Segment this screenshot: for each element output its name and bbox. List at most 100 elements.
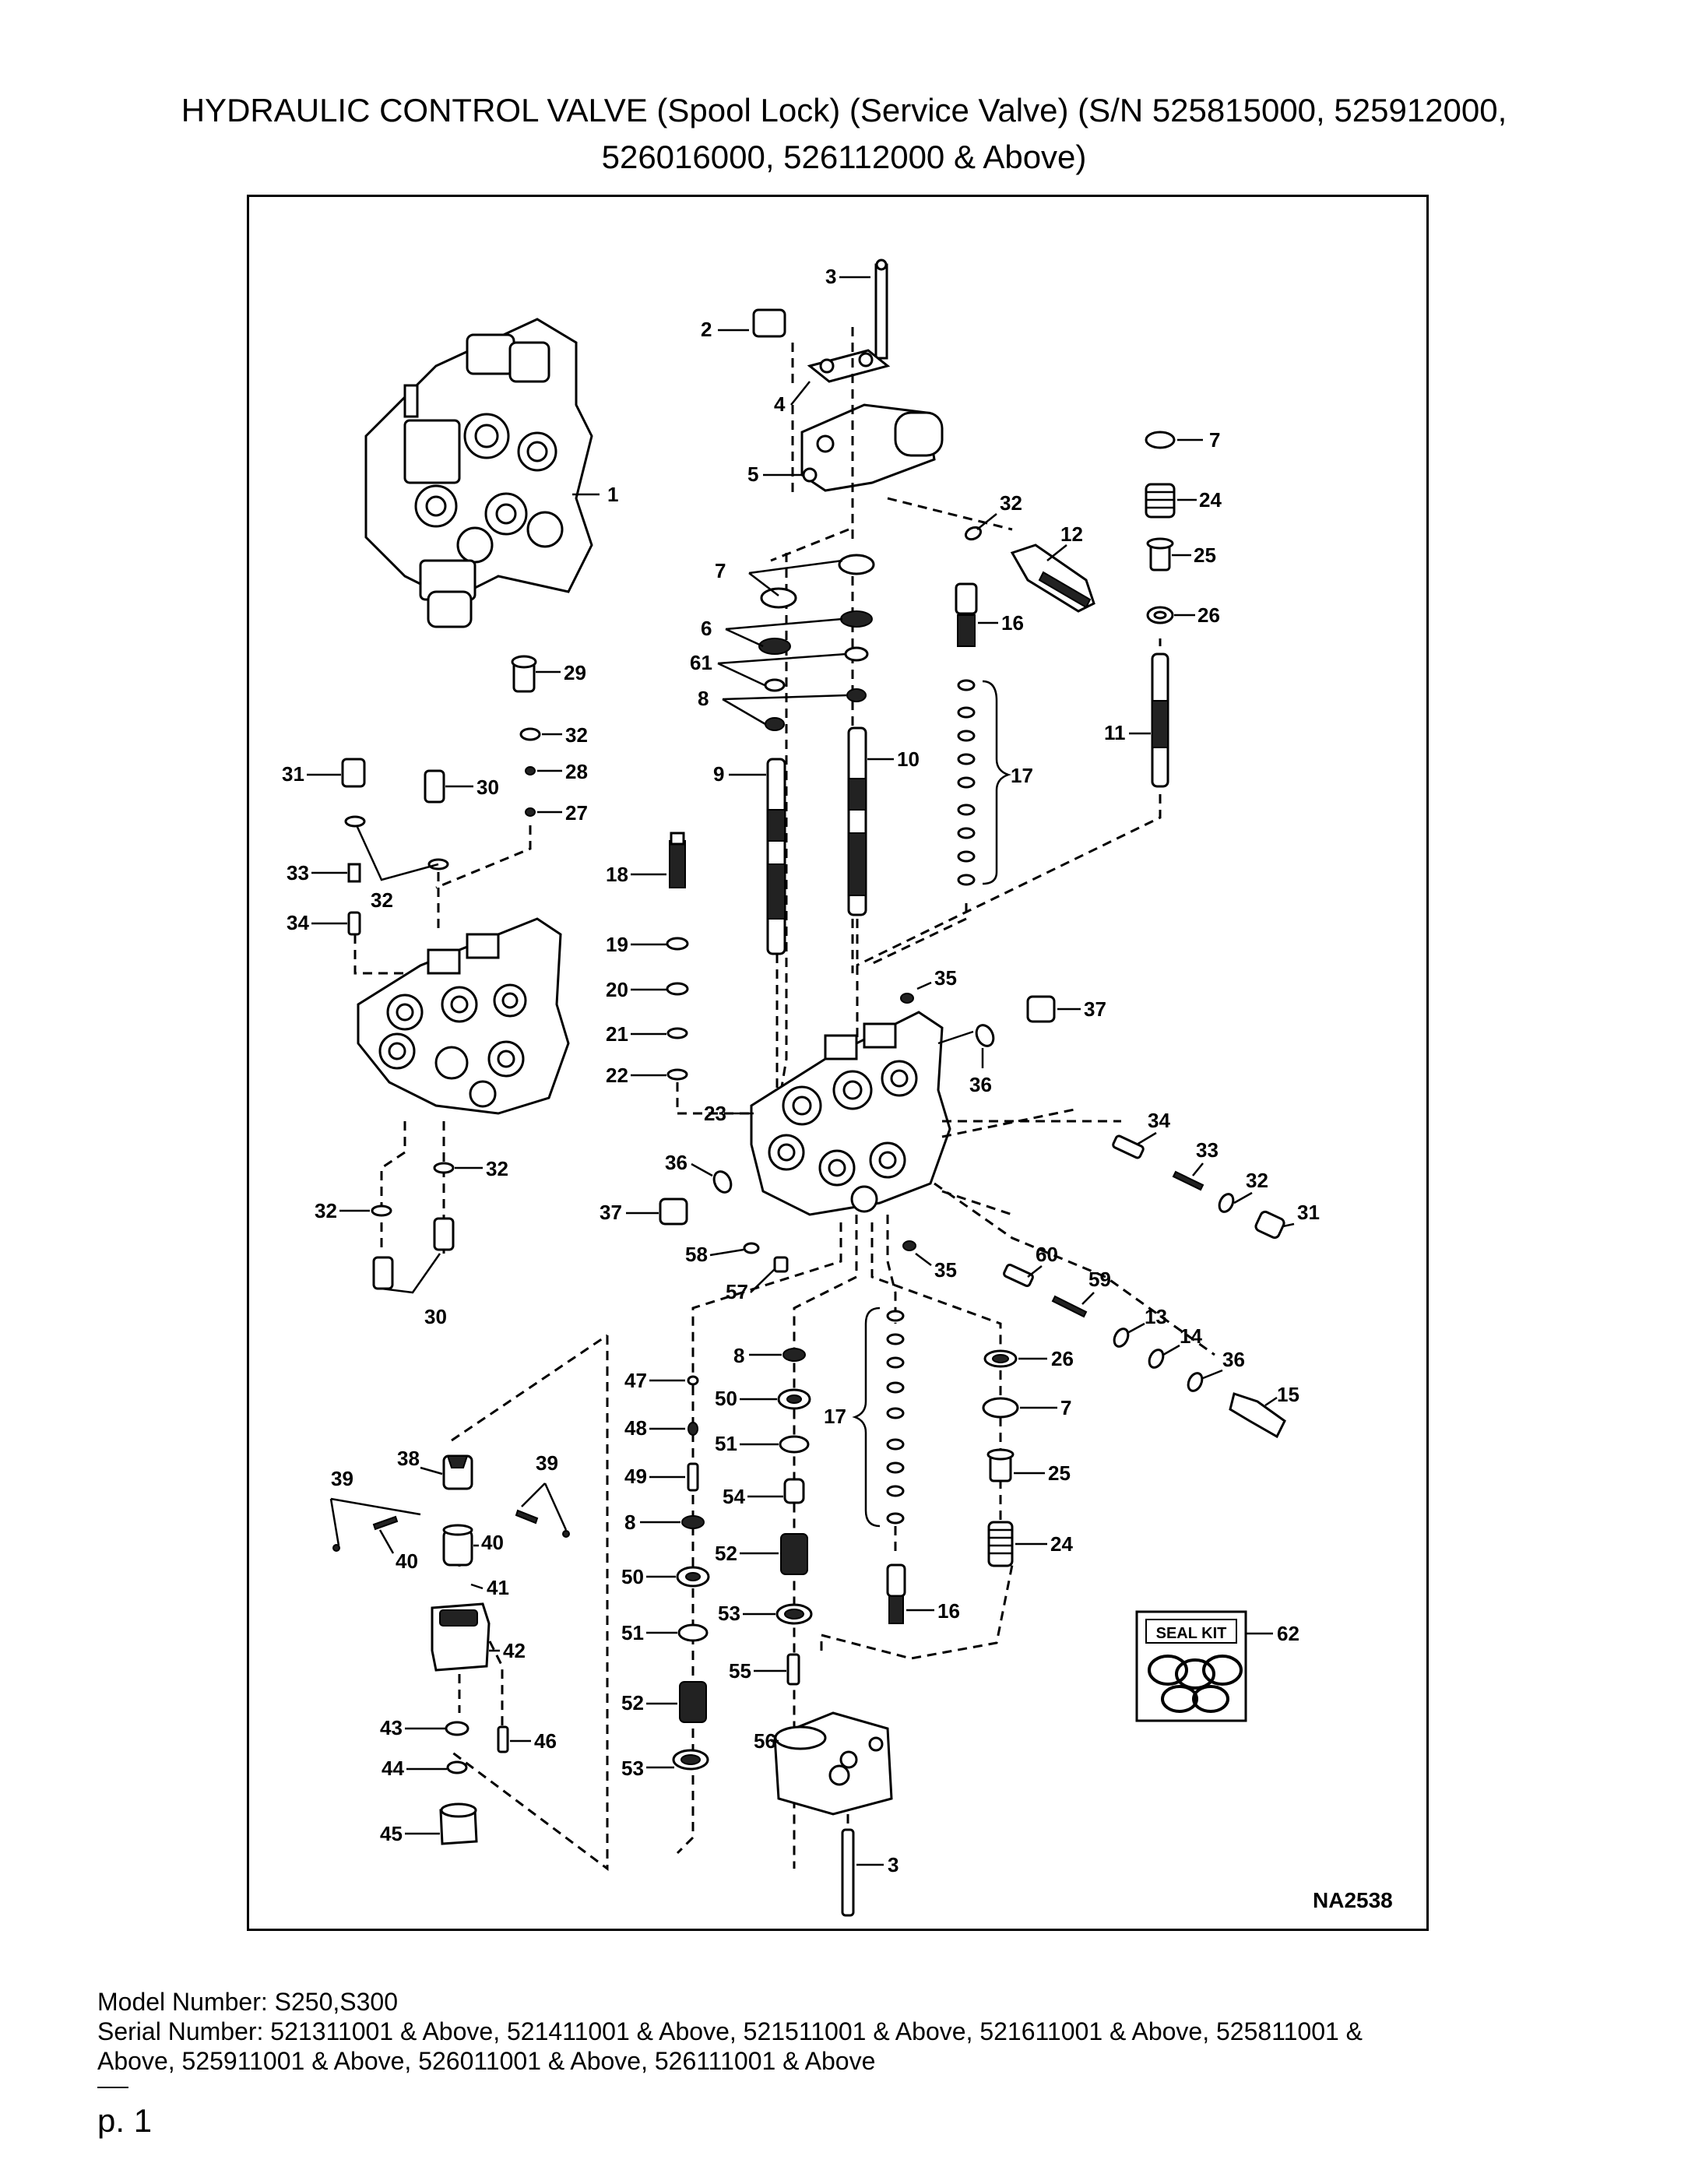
bolt-3-bottom bbox=[841, 1828, 855, 1917]
callout-39-left: 39 bbox=[331, 1467, 353, 1490]
callout-41: 41 bbox=[487, 1576, 509, 1599]
callout-30-upper: 30 bbox=[477, 775, 499, 799]
callout-15: 15 bbox=[1277, 1383, 1299, 1406]
callout-37-right: 37 bbox=[1084, 997, 1106, 1021]
fitting-30-left bbox=[372, 1256, 394, 1290]
callout-26-right: 26 bbox=[1197, 603, 1220, 627]
callout-13: 13 bbox=[1145, 1305, 1167, 1328]
callout-16-lower: 16 bbox=[937, 1599, 960, 1623]
callout-11: 11 bbox=[1104, 721, 1126, 744]
assembled-valve-drawing bbox=[364, 318, 593, 628]
seal-kit-label: SEAL KIT bbox=[1156, 1625, 1227, 1642]
callout-55: 55 bbox=[729, 1659, 751, 1683]
callout-29: 29 bbox=[564, 661, 586, 684]
callout-36-left: 36 bbox=[665, 1151, 688, 1174]
callout-51-left: 51 bbox=[621, 1621, 644, 1644]
oring-32-right bbox=[1218, 1193, 1235, 1213]
callout-60: 60 bbox=[1036, 1243, 1058, 1266]
callout-23: 23 bbox=[704, 1102, 726, 1125]
callout-61: 61 bbox=[690, 651, 712, 674]
valve-body-23 bbox=[750, 1011, 951, 1216]
callout-58: 58 bbox=[685, 1243, 708, 1266]
spools-center bbox=[758, 554, 978, 955]
callout-8-top: 8 bbox=[698, 687, 709, 710]
spring-59 bbox=[1051, 1295, 1088, 1318]
callout-32-mid: 32 bbox=[371, 888, 393, 912]
callout-32-top: 32 bbox=[1000, 491, 1022, 515]
diagram-frame bbox=[247, 195, 1429, 1931]
footer: Model Number: S250,S300 Serial Number: 5… bbox=[97, 1987, 1623, 2076]
callout-33-right: 33 bbox=[1196, 1138, 1219, 1162]
callout-26-lower: 26 bbox=[1051, 1347, 1074, 1370]
oring-32-lower-left bbox=[371, 1205, 392, 1217]
relief-stack-lower bbox=[982, 1349, 1019, 1567]
seals-17-lower bbox=[886, 1310, 906, 1624]
callout-62: 62 bbox=[1277, 1622, 1299, 1645]
callout-36-lower: 36 bbox=[1222, 1348, 1245, 1371]
title-line-2: 526016000, 526112000 & Above) bbox=[601, 139, 1087, 175]
oring-32-lower-right bbox=[433, 1162, 455, 1174]
callout-31-left: 31 bbox=[282, 762, 304, 786]
callout-25-lower: 25 bbox=[1048, 1461, 1071, 1485]
oring-14 bbox=[1148, 1349, 1165, 1369]
callout-10: 10 bbox=[897, 747, 920, 771]
pin-60 bbox=[1003, 1263, 1034, 1288]
callout-20: 20 bbox=[606, 978, 628, 1001]
callout-37-left: 37 bbox=[600, 1201, 622, 1224]
callout-54: 54 bbox=[723, 1485, 745, 1508]
callout-49: 49 bbox=[624, 1465, 647, 1488]
fitting-30-right bbox=[433, 1217, 455, 1251]
callout-39-right: 39 bbox=[536, 1451, 558, 1475]
oring-36-left bbox=[712, 1170, 733, 1194]
relief-stack-right bbox=[1145, 431, 1176, 788]
callout-48: 48 bbox=[624, 1416, 647, 1440]
callout-42: 42 bbox=[503, 1639, 526, 1662]
title-line-1: HYDRAULIC CONTROL VALVE (Spool Lock) (Se… bbox=[181, 92, 1507, 128]
callout-33-left: 33 bbox=[287, 861, 309, 885]
callout-50-right: 50 bbox=[715, 1387, 737, 1410]
callout-24-lower: 24 bbox=[1050, 1532, 1073, 1556]
callout-53-right: 53 bbox=[718, 1602, 740, 1625]
oring-36-right bbox=[975, 1024, 995, 1047]
callout-3-bottom: 3 bbox=[888, 1853, 899, 1876]
callout-1: 1 bbox=[607, 483, 618, 506]
callout-52-left: 52 bbox=[621, 1691, 644, 1714]
callout-32-lower-left: 32 bbox=[315, 1199, 337, 1222]
callout-44: 44 bbox=[382, 1757, 404, 1780]
callout-19: 19 bbox=[606, 933, 628, 956]
callout-7-lower: 7 bbox=[1060, 1396, 1071, 1419]
end-cap-56 bbox=[773, 1711, 893, 1816]
callout-51-right: 51 bbox=[715, 1432, 737, 1455]
spool-lock-block bbox=[752, 258, 1095, 613]
callout-52-right: 52 bbox=[715, 1542, 737, 1565]
callout-38: 38 bbox=[397, 1447, 420, 1470]
page-title: HYDRAULIC CONTROL VALVE (Spool Lock) (Se… bbox=[0, 87, 1688, 181]
callout-7-left: 7 bbox=[715, 559, 726, 582]
model-number: Model Number: S250,S300 bbox=[97, 1988, 398, 2016]
callout-30-lower: 30 bbox=[424, 1305, 447, 1328]
pin-34-right bbox=[1112, 1134, 1145, 1159]
fitting-15 bbox=[1229, 1392, 1286, 1439]
callout-22: 22 bbox=[606, 1064, 628, 1087]
callout-40-left: 40 bbox=[396, 1549, 418, 1573]
callout-8-left: 8 bbox=[624, 1511, 635, 1534]
callout-17-top: 17 bbox=[1011, 764, 1033, 787]
callout-21: 21 bbox=[606, 1022, 628, 1046]
lower-spool-parts bbox=[672, 1348, 813, 1771]
callout-17-lower: 17 bbox=[824, 1405, 846, 1428]
callout-53-left: 53 bbox=[621, 1757, 644, 1780]
oring-13 bbox=[1113, 1328, 1130, 1348]
detent-parts bbox=[332, 1454, 570, 1845]
callout-31-right: 31 bbox=[1297, 1201, 1320, 1224]
callout-14: 14 bbox=[1180, 1324, 1202, 1348]
serial-number-line-2: Above, 525911001 & Above, 526011001 & Ab… bbox=[97, 2047, 876, 2075]
callout-32-right: 32 bbox=[1246, 1169, 1268, 1192]
callout-7-right: 7 bbox=[1209, 428, 1220, 452]
ball-35-top bbox=[900, 993, 914, 1004]
callout-59: 59 bbox=[1088, 1268, 1111, 1291]
callout-5: 5 bbox=[747, 462, 758, 486]
callout-27: 27 bbox=[565, 801, 588, 825]
callout-16-top: 16 bbox=[1001, 611, 1024, 635]
valve-body-left bbox=[357, 917, 570, 1115]
